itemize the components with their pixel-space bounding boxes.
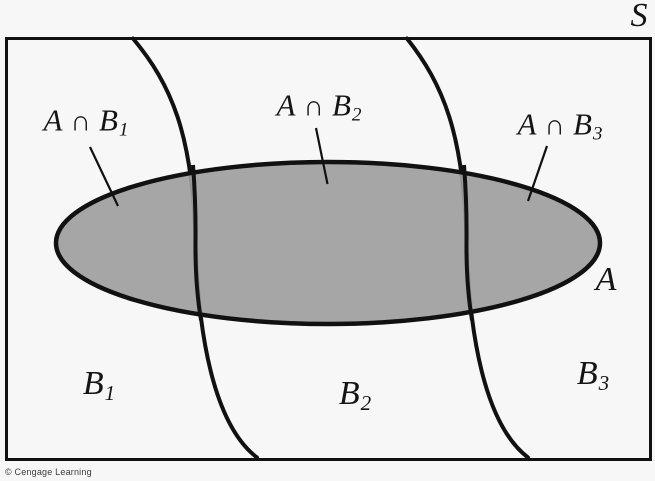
label-subscript: 2 [351, 105, 362, 127]
pointer-line-a-int-b1 [89, 146, 119, 207]
label-subscript: 3 [592, 124, 603, 146]
label-a-part: A [517, 106, 537, 142]
copyright-text: © Cengage Learning [5, 467, 92, 477]
label-subscript: 1 [104, 380, 116, 405]
event-a-ellipse [53, 159, 603, 327]
curve-b1-b2-inside-ellipse [191, 164, 203, 321]
label-a-part: A [43, 102, 63, 138]
label-subscript: 2 [360, 390, 372, 415]
label-b-part: B [572, 106, 592, 142]
pointer-line-a-int-b3 [526, 145, 549, 202]
label-subscript: 3 [598, 370, 610, 395]
sample-space-label: S [630, 0, 648, 34]
label-b-part: B [331, 87, 351, 123]
label-b-part: B [338, 375, 360, 412]
sample-space-rect [5, 37, 652, 461]
label-b-part: B [98, 102, 118, 138]
label-b-part: B [576, 355, 598, 392]
label-a-part: A [276, 87, 296, 123]
event-a-label: A [595, 261, 617, 298]
label-a-intersect-b2: A∩B2 [276, 87, 362, 127]
pointer-line-a-int-b2 [314, 127, 329, 185]
intersection-symbol: ∩ [70, 106, 91, 138]
intersection-symbol: ∩ [303, 91, 324, 123]
label-region-b1: B1 [82, 365, 115, 404]
label-subscript: 1 [118, 120, 129, 142]
curve-b2-b3-inside-ellipse [462, 164, 474, 321]
label-region-b2: B2 [338, 375, 371, 414]
label-a-intersect-b3: A∩B3 [517, 106, 603, 146]
label-a-intersect-b1: A∩B1 [43, 102, 129, 142]
label-region-b3: B3 [576, 355, 609, 394]
intersection-symbol: ∩ [544, 110, 565, 142]
label-b-part: B [82, 365, 104, 402]
